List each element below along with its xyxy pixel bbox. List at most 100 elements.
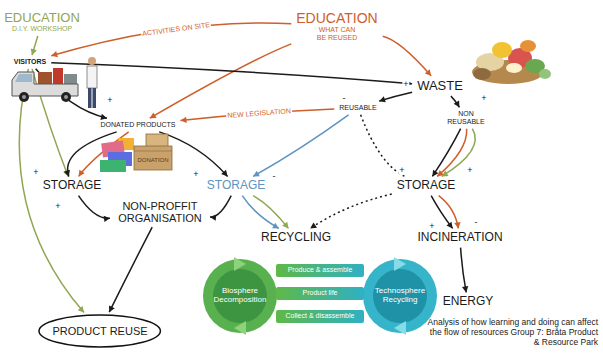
process-bar: Product life	[276, 287, 364, 300]
arrow-head	[310, 222, 317, 228]
sign-label: +	[398, 166, 405, 175]
truck-body	[12, 72, 78, 96]
arrow-head	[253, 171, 260, 177]
cycle-circle: Technosphere Recycling	[363, 259, 437, 333]
node-text: WHAT CAN BE REUSED	[316, 26, 358, 41]
flow-arrow	[361, 115, 405, 177]
flow-arrow	[461, 248, 469, 293]
arrow-head	[100, 114, 107, 120]
flow-node: EDUCATIONWHAT CAN BE REUSED	[293, 10, 380, 43]
arrow-head	[51, 51, 58, 57]
cardboard-box	[146, 134, 168, 147]
sign-label: +	[428, 222, 435, 231]
sign-label: +	[466, 166, 473, 175]
waste-item	[492, 42, 512, 58]
waste-item	[473, 68, 491, 80]
arrow-line	[361, 115, 405, 177]
flow-arrow	[78, 196, 110, 222]
arrow-line	[109, 227, 152, 312]
wheel-hub	[22, 95, 26, 99]
arrow-line	[253, 196, 288, 229]
arrow-head	[442, 171, 449, 177]
flow-node: VISITORS	[11, 57, 50, 67]
person-leg	[93, 88, 97, 108]
arrow-head	[462, 286, 468, 292]
person-leg	[88, 88, 92, 108]
arrow-head	[425, 69, 431, 76]
arrow-line	[51, 63, 412, 84]
ellipse-shape	[39, 315, 160, 347]
flow-node: INCINERATION	[414, 230, 505, 245]
cardboard-box	[134, 146, 172, 170]
flow-arrow	[51, 63, 412, 87]
flow-node: NON REUSABLE	[443, 109, 489, 126]
arrow-line	[451, 96, 460, 107]
arrow-line	[461, 248, 467, 293]
flow-arrow	[383, 36, 431, 76]
sign-label: +	[54, 202, 61, 211]
arrow-line	[210, 196, 231, 217]
cycle-arrowhead	[234, 321, 246, 335]
node-text: Produce & assemble	[288, 266, 353, 274]
flow-node: DONATED PRODUCTS	[98, 120, 179, 130]
arrow-line	[78, 196, 110, 219]
arrow-head	[446, 222, 452, 229]
arrow-line	[432, 129, 460, 177]
sign-label: +	[192, 170, 199, 179]
arrow-line	[383, 36, 431, 76]
arrow-head	[454, 101, 460, 108]
box-flap	[134, 151, 172, 152]
flow-arrow	[310, 194, 392, 228]
cycle-arrowhead	[394, 257, 406, 271]
clothing-item	[100, 160, 126, 172]
node-text: Product life	[302, 289, 337, 297]
arrow-head	[221, 170, 227, 177]
flow-arrow	[150, 44, 291, 118]
flow-arrow	[451, 96, 460, 107]
flow-node: ENERGY	[440, 294, 497, 309]
cycle-arrowhead	[234, 257, 246, 271]
flow-arrow	[109, 227, 152, 312]
node-text: ENERGY	[443, 295, 494, 308]
node-text: Biosphere Decomposition	[211, 287, 269, 305]
outcome-ellipse: PRODUCT REUSE	[38, 314, 161, 348]
cargo-item	[38, 72, 52, 84]
person-head	[88, 57, 96, 65]
cycle-ring	[363, 259, 437, 333]
arrow-line	[442, 129, 475, 177]
truck-wheel	[19, 92, 29, 102]
node-text: D.I.Y. WORKSHOP	[12, 25, 72, 33]
sign-label: -	[272, 172, 277, 181]
arrow-head	[150, 112, 157, 118]
flow-arrow	[31, 36, 38, 55]
pickup-truck	[12, 68, 78, 102]
node-text: NON-PROFFIT ORGANISATION	[115, 200, 205, 224]
cycle-circle: Biosphere Decomposition	[203, 259, 277, 333]
person-body	[87, 66, 97, 88]
sign-label: +	[402, 80, 409, 89]
arrow-head	[104, 216, 110, 222]
node-text: DONATED PRODUCTS	[101, 121, 176, 129]
box-label: DONATION	[137, 157, 168, 163]
truck-wheel	[61, 92, 71, 102]
waste-item	[506, 63, 522, 73]
arrow-line	[310, 194, 392, 228]
cycle-arrowhead	[394, 321, 406, 335]
arrow-head	[64, 170, 70, 177]
sign-label: +	[480, 94, 487, 103]
waste-item	[539, 69, 551, 79]
node-text: STORAGE	[397, 179, 455, 192]
flow-node: REUSABLE	[336, 103, 379, 113]
arrow-head	[109, 305, 115, 312]
flow-arrow	[439, 196, 461, 229]
sign-label: -	[474, 218, 479, 227]
wheel-hub	[64, 95, 68, 99]
arrow-head	[272, 223, 279, 229]
edge-label: ACTIVITIES ON SITE	[140, 21, 210, 37]
flow-node: STORAGE	[394, 178, 458, 193]
flow-arrow	[210, 196, 231, 221]
cargo-item	[53, 68, 63, 84]
arrow-head	[180, 117, 186, 123]
